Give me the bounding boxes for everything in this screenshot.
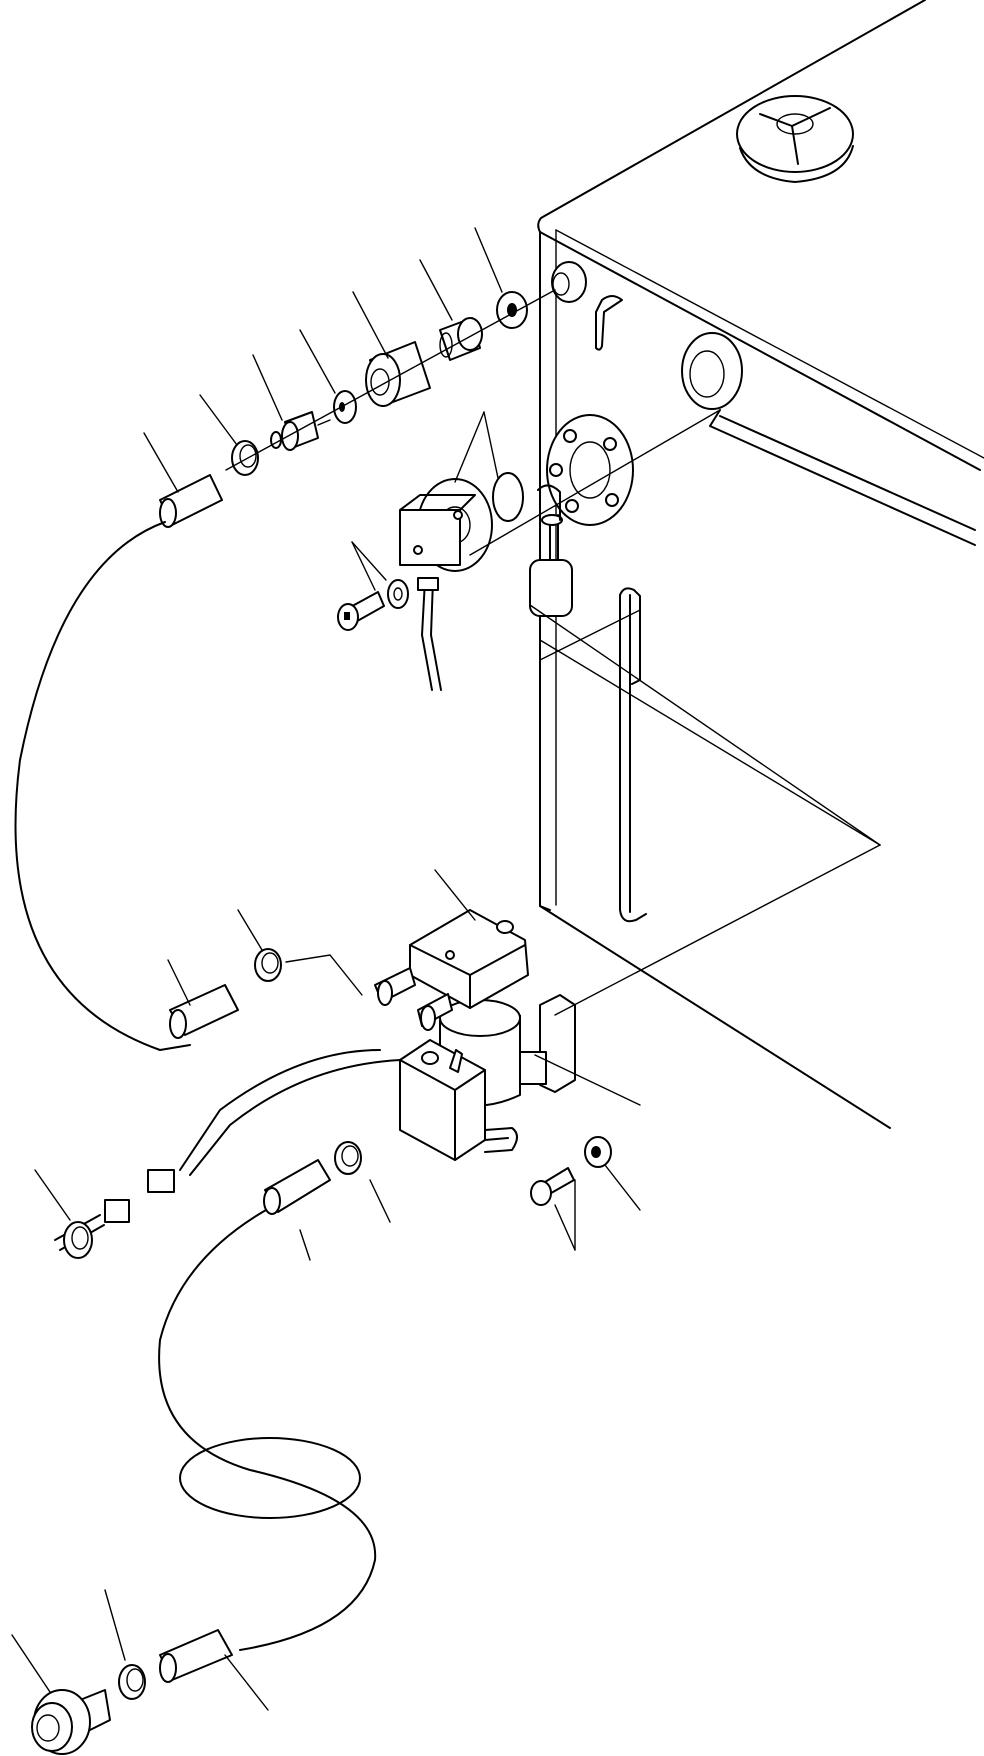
hydraulic-tank bbox=[537, 0, 984, 1129]
level-switch-float bbox=[529, 484, 573, 617]
drain-hose-upper bbox=[14, 521, 191, 1051]
solenoid-pump-unit bbox=[374, 909, 576, 1161]
sensor-assembly bbox=[399, 472, 524, 691]
drain-hose bbox=[158, 1141, 377, 1683]
wiring-harness-connector bbox=[54, 1049, 401, 1259]
drain-valve-assembly bbox=[159, 289, 556, 528]
tank-cap bbox=[736, 95, 854, 183]
sensor-screw bbox=[337, 579, 409, 631]
hose-clamp bbox=[169, 948, 282, 1039]
drain-plug bbox=[31, 1664, 146, 1755]
bracket-bolt bbox=[530, 1136, 612, 1206]
leader-lines bbox=[143, 227, 503, 591]
